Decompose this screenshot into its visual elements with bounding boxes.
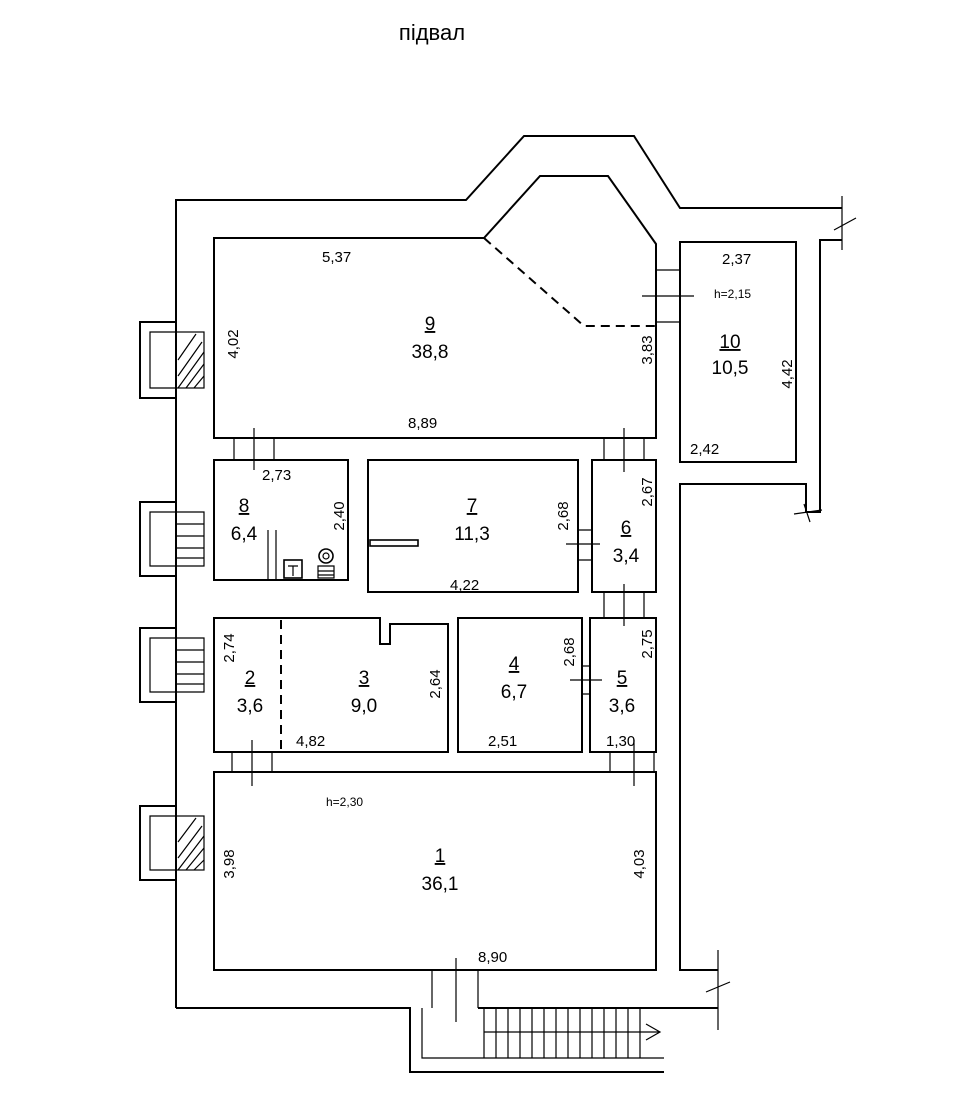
wall-break-mark [705,950,731,1030]
window-well-2 [139,627,205,703]
dim-r4-bottom: 2,51 [488,733,517,750]
inner-wall-top [214,175,657,438]
dim-r1-right: 4,03 [631,849,648,878]
room-7-area: 11,3 [454,524,490,545]
room-7-number: 7 [467,496,478,517]
dim-r5-bottom: 1,30 [606,733,635,750]
room-8-outline [213,459,349,581]
room-3-number: 3 [359,668,370,689]
dim-r10-bottom: 2,42 [690,441,719,458]
entrance-stairs [421,1008,664,1059]
room-4-area: 6,7 [501,682,527,703]
washbasin-icon [318,548,334,564]
room-1-number: 1 [435,846,446,867]
door-mark [609,740,655,786]
room-3-area: 9,0 [351,696,377,717]
room-8-area: 6,4 [231,524,258,545]
dim-r10-top: 2,37 [722,251,751,268]
room-2-3-outline [213,617,449,753]
dim-r10-right: 4,42 [779,359,796,388]
room-7-shelf [369,539,419,547]
door-mark [566,529,600,561]
plan-title: підвал [399,20,465,45]
room-6-area: 3,4 [613,546,640,567]
door-mark [570,665,602,695]
wall-break-mark [793,503,823,523]
room-6-number: 6 [621,518,632,539]
room-8-partition [267,530,277,580]
dim-r9-right: 3,83 [639,335,656,364]
dim-r3-right: 2,64 [427,669,444,698]
room-10-area: 10,5 [712,358,749,379]
door-mark [231,740,273,786]
dim-r7-bottom: 4,22 [450,577,479,594]
room-10-outline [679,241,797,463]
room-2-area: 3,6 [237,696,263,717]
room-9-area: 38,8 [412,342,449,363]
window-well-8 [139,501,205,577]
dim-r5-right: 2,75 [639,629,656,658]
height-r1: h=2,30 [326,795,363,809]
wall-break-mark [833,196,857,250]
room-5-area: 3,6 [609,696,635,717]
dim-r4-right: 2,68 [561,637,578,666]
dim-r1-left: 3,98 [221,849,238,878]
dim-r9-top: 5,37 [322,249,351,266]
dim-r8-top: 2,73 [262,467,291,484]
window-well-1 [139,805,205,881]
room-5-outline [589,617,657,753]
outer-wall [175,135,842,1008]
toilet-icon-t [288,565,298,576]
height-r10: h=2,15 [714,287,751,301]
room-5-number: 5 [617,668,628,689]
dim-r3-bottom: 4,82 [296,733,325,750]
door-9-10 [642,269,694,323]
right-corridor-wall [679,239,842,971]
room-4-outline [457,617,583,753]
room-9-outline [213,237,657,439]
dim-r7-right: 2,68 [555,501,572,530]
room-1-area: 36,1 [422,874,459,895]
room-7-outline [367,459,579,593]
window-well-9 [139,321,205,399]
dim-r8-right: 2,40 [331,501,348,530]
dim-r6-right: 2,67 [639,477,656,506]
washbasin-icon-base [317,565,335,579]
room-9-dashed-boundary [483,237,656,327]
door-mark [233,428,275,470]
room-10-number: 10 [719,332,740,353]
dim-r9-bottom: 8,89 [408,415,437,432]
bottom-wall [176,1007,664,1073]
room-2-number: 2 [245,668,256,689]
dim-r1-bottom: 8,90 [478,949,507,966]
door-mark [603,584,645,626]
room-4-number: 4 [509,654,520,675]
room-8-number: 8 [239,496,250,517]
washbasin-icon-drain [322,552,330,560]
door-mark [603,428,645,472]
dim-r9-left: 4,02 [225,329,242,358]
door-mark [431,958,479,1022]
dim-r2-left: 2,74 [221,633,238,662]
room-1-outline [213,771,657,971]
room-9-number: 9 [425,314,436,335]
